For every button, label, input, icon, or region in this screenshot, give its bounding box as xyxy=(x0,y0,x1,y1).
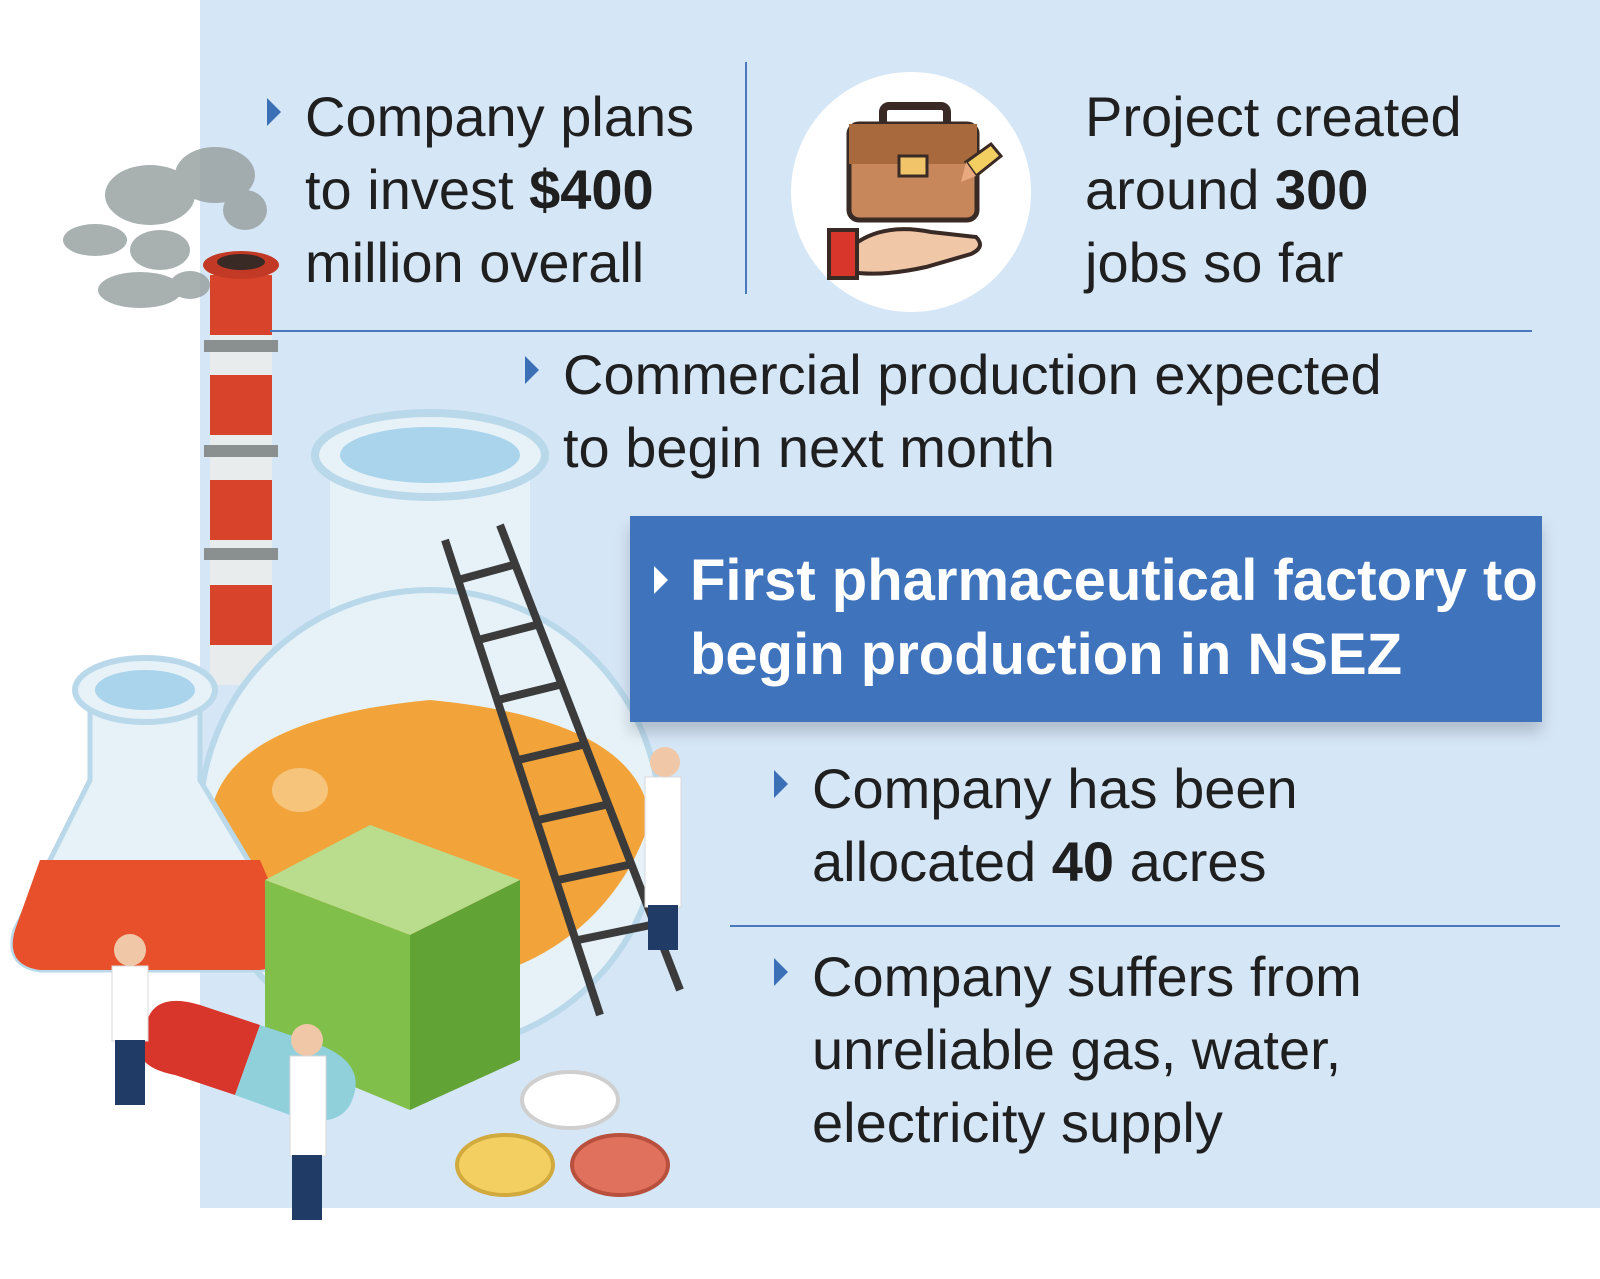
fact-jobs-text: around xyxy=(1085,158,1275,221)
fact-invest-line2: to invest $400 xyxy=(305,153,694,226)
bullet-arrow-icon xyxy=(774,958,788,986)
fact-allocation-text: allocated xyxy=(812,830,1052,893)
fact-jobs-line2: around 300 xyxy=(1085,153,1462,226)
bullet-arrow-icon xyxy=(774,770,788,798)
fact-utilities-line2: unreliable gas, water, xyxy=(812,1018,1342,1081)
headline-box: First pharmaceutical factory to begin pr… xyxy=(630,516,1542,722)
fact-production-line1: Commercial production expected xyxy=(563,343,1382,406)
headline-line2: begin production in NSEZ xyxy=(690,622,1403,687)
briefcase-hand-pencil-icon xyxy=(827,102,1004,280)
fact-allocation-line2: allocated 40 acres xyxy=(812,825,1298,898)
fact-jobs-line1: Project created xyxy=(1085,85,1462,148)
fact-invest-text: to invest xyxy=(305,158,530,221)
divider-vertical xyxy=(745,62,747,294)
fact-invest-line1: Company plans xyxy=(305,85,695,148)
bullet-arrow-icon xyxy=(654,566,668,594)
scientist-figures-icon xyxy=(111,747,682,1220)
fact-allocation-unit: acres xyxy=(1114,830,1267,893)
headline-line1: First pharmaceutical factory to xyxy=(690,548,1538,613)
fact-utilities-line1: Company suffers from xyxy=(812,945,1362,1008)
divider-horizontal-2 xyxy=(730,925,1560,927)
fact-production: Commercial production expected to begin … xyxy=(525,338,1382,484)
fact-jobs-line3: jobs so far xyxy=(1085,231,1344,294)
fact-production-line2: to begin next month xyxy=(563,416,1055,479)
fact-invest-amount: $400 xyxy=(529,158,654,221)
divider-horizontal-1 xyxy=(270,330,1532,332)
chimney-icon xyxy=(203,251,279,685)
fact-jobs-count: 300 xyxy=(1274,158,1369,221)
fact-jobs: Project created around 300 jobs so far xyxy=(1085,80,1462,299)
conical-flask-icon xyxy=(10,655,295,973)
smoke-icon xyxy=(63,147,267,308)
bullet-arrow-icon xyxy=(525,356,539,384)
pills-icon xyxy=(455,1070,670,1197)
fact-allocation-line1: Company has been xyxy=(812,757,1298,820)
fact-utilities: Company suffers from unreliable gas, wat… xyxy=(774,940,1362,1159)
fact-utilities-line3: electricity supply xyxy=(812,1091,1223,1154)
jobs-icon-circle xyxy=(791,72,1031,312)
fact-invest-line3: million overall xyxy=(305,231,645,294)
fact-allocation: Company has been allocated 40 acres xyxy=(774,752,1298,898)
fact-allocation-acres: 40 xyxy=(1051,830,1115,893)
green-cube-icon xyxy=(265,825,520,1110)
fact-invest: Company plans to invest $400 million ove… xyxy=(267,80,695,299)
bullet-arrow-icon xyxy=(267,98,281,126)
